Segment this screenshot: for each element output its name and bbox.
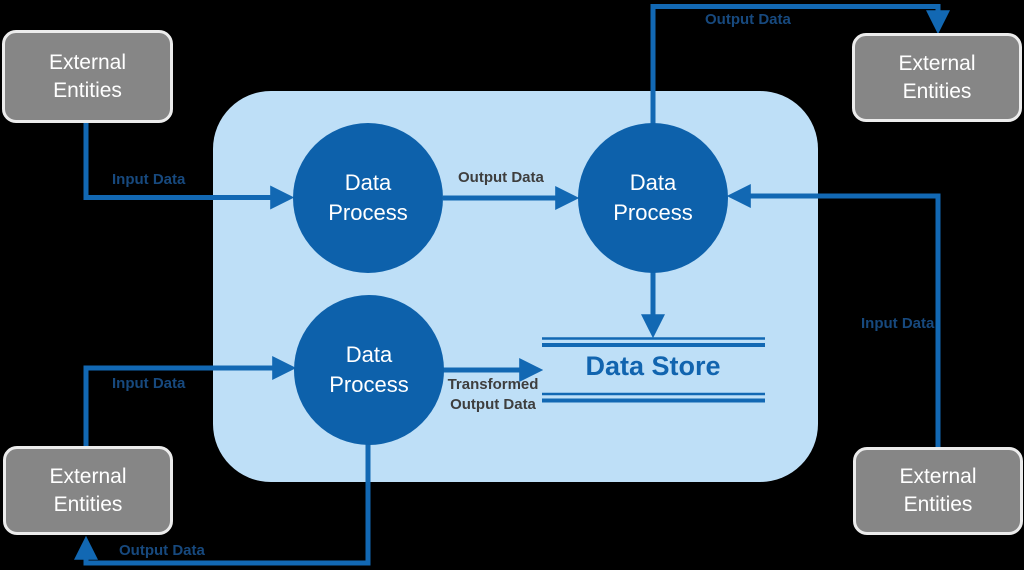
data-store-rules	[542, 337, 765, 403]
external-entity-label: External Entities	[899, 465, 977, 516]
flow-arrow-input-right	[726, 183, 941, 447]
flow-arrow-output-top-right	[650, 4, 951, 124]
external-entity-bottom-left: External Entities	[3, 446, 173, 535]
flow-arrow-output-bottom	[73, 443, 371, 566]
data-process-top-left: Data Process	[293, 123, 443, 273]
external-entity-bottom-right: External Entities	[853, 447, 1023, 535]
flow-label-output-center: Output Data	[458, 169, 544, 186]
data-process-label: Data Process	[328, 170, 408, 225]
external-entity-label: External Entities	[48, 50, 127, 102]
data-process-top-right: Data Process	[578, 123, 728, 273]
external-entity-top-left: External Entities	[2, 30, 173, 123]
external-entity-top-right: External Entities	[852, 33, 1022, 122]
flow-label-input-top-left: Input Data	[112, 171, 186, 188]
flow-label-input-right: Input Data	[861, 315, 935, 332]
flow-arrow-input-top-left	[83, 123, 295, 210]
data-store-label: Data Store	[585, 351, 721, 381]
flow-label-input-bottom-left: Input Data	[112, 375, 186, 392]
data-process-label: Data Process	[329, 342, 409, 397]
external-entity-label: External Entities	[898, 51, 976, 103]
flow-label-transformed-output: Transformed Output Data	[447, 376, 539, 413]
external-entity-label: External Entities	[49, 464, 127, 516]
flow-arrow-input-bottom-left	[83, 355, 297, 446]
data-process-label: Data Process	[613, 170, 693, 225]
flow-label-output-bottom: Output Data	[119, 542, 205, 559]
data-process-bottom-left: Data Process	[294, 295, 444, 445]
flow-label-output-top-right: Output Data	[705, 11, 791, 28]
